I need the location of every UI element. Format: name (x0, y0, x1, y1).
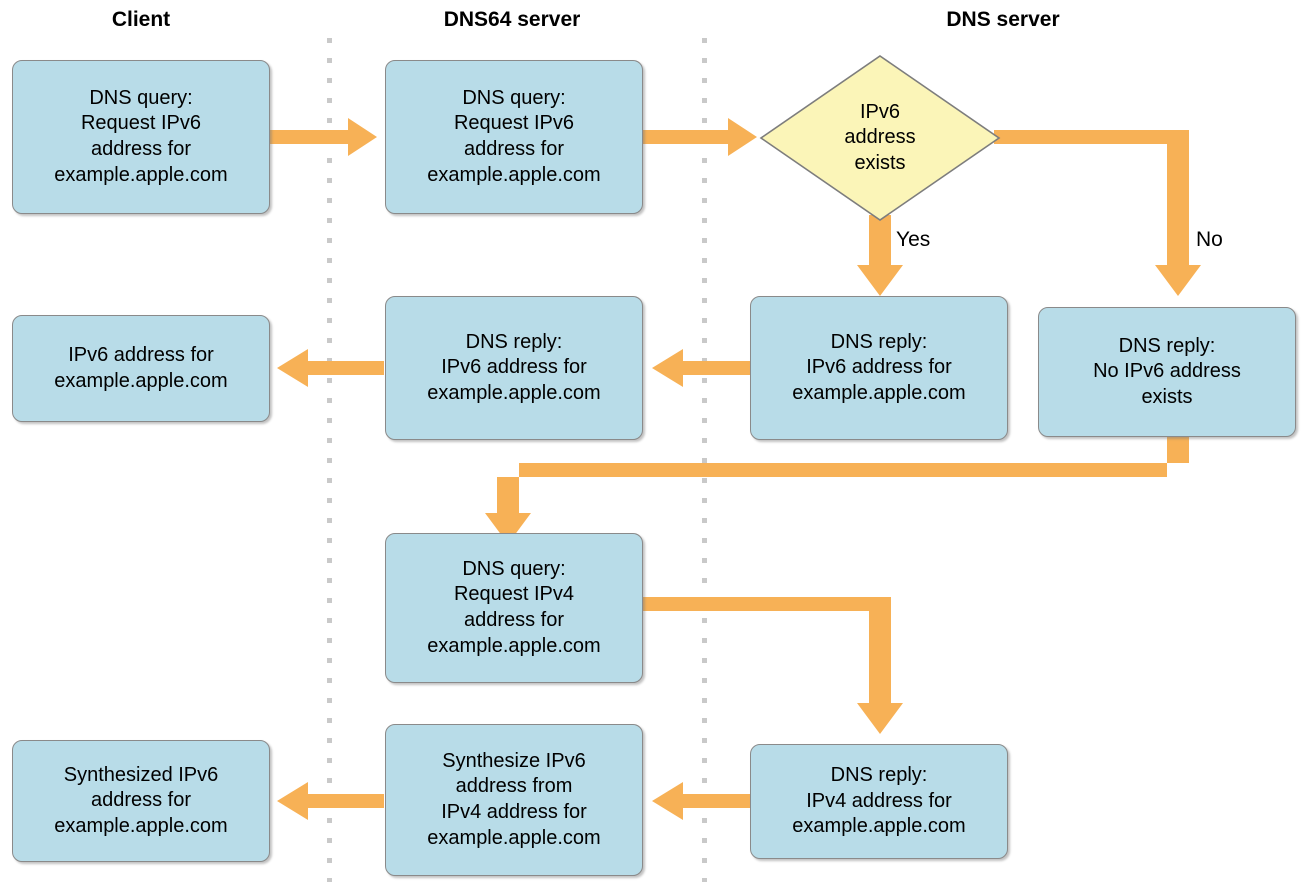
node-dns-reply-no-ipv6-label: DNS reply: No IPv6 address exists (1093, 334, 1241, 408)
node-dns64-reply-ipv6-label: DNS reply: IPv6 address for example.appl… (427, 330, 601, 404)
diamond-shape-icon (759, 55, 1001, 221)
node-decision-ipv6-exists-label: IPv6 address exists (844, 100, 916, 174)
arrow-dns64-query-ipv4-to-dns-reply-ipv4 (640, 597, 903, 734)
node-dns-reply-no-ipv6[interactable]: DNS reply: No IPv6 address exists (1038, 307, 1296, 437)
node-dns-reply-ipv4-label: DNS reply: IPv4 address for example.appl… (792, 764, 966, 838)
arrow-dns64-reply-to-client-reply (277, 349, 384, 387)
node-dns64-reply-ipv6[interactable]: DNS reply: IPv6 address for example.appl… (385, 296, 643, 440)
node-dns64-synthesize-label: Synthesize IPv6 address from IPv4 addres… (427, 749, 601, 849)
arrow-dns64-query-to-decision (640, 118, 757, 156)
node-dns64-query-ipv4-label: DNS query: Request IPv4 address for exam… (427, 557, 601, 657)
arrow-no-ipv6-to-dns64-query-ipv4 (485, 437, 1189, 544)
arrow-decision-no-to-dns-reply-no-ipv6 (994, 130, 1201, 296)
node-dns64-query-ipv6-label: DNS query: Request IPv6 address for exam… (427, 86, 601, 186)
lane-title-client: Client (111, 8, 171, 31)
arrow-dns-reply-ipv6-to-dns64-reply (652, 349, 750, 387)
node-dns-reply-ipv6[interactable]: DNS reply: IPv6 address for example.appl… (750, 296, 1008, 440)
arrow-dns-reply-ipv4-to-synthesize (652, 782, 750, 820)
node-client-synthesized-label: Synthesized IPv6 address for example.app… (54, 763, 228, 837)
lane-divider-client-dns64 (327, 38, 332, 882)
lane-title-dns-server: DNS server (946, 8, 1060, 31)
node-dns64-query-ipv4[interactable]: DNS query: Request IPv4 address for exam… (385, 533, 643, 683)
edge-label-no: No (1196, 228, 1223, 251)
arrow-synthesize-to-client-synthesized (277, 782, 384, 820)
edge-label-yes: Yes (896, 228, 931, 251)
node-client-query-ipv6-label: DNS query: Request IPv6 address for exam… (54, 86, 228, 186)
node-dns64-query-ipv6[interactable]: DNS query: Request IPv6 address for exam… (385, 60, 643, 214)
node-client-query-ipv6[interactable]: DNS query: Request IPv6 address for exam… (12, 60, 270, 214)
arrow-decision-yes-to-dns-reply-ipv6 (857, 215, 903, 296)
node-decision-ipv6-exists[interactable]: IPv6 address exists (757, 52, 1003, 224)
arrow-client-query-to-dns64-query (268, 118, 377, 156)
node-client-synthesized[interactable]: Synthesized IPv6 address for example.app… (12, 740, 270, 862)
node-dns-reply-ipv6-label: DNS reply: IPv6 address for example.appl… (792, 330, 966, 404)
node-dns-reply-ipv4[interactable]: DNS reply: IPv4 address for example.appl… (750, 744, 1008, 859)
lane-title-dns64-server: DNS64 server (443, 8, 581, 31)
lane-divider-dns64-dns (702, 38, 707, 882)
node-client-reply-ipv6-label: IPv6 address for example.apple.com (54, 343, 228, 392)
node-dns64-synthesize[interactable]: Synthesize IPv6 address from IPv4 addres… (385, 724, 643, 876)
node-client-reply-ipv6[interactable]: IPv6 address for example.apple.com (12, 315, 270, 422)
